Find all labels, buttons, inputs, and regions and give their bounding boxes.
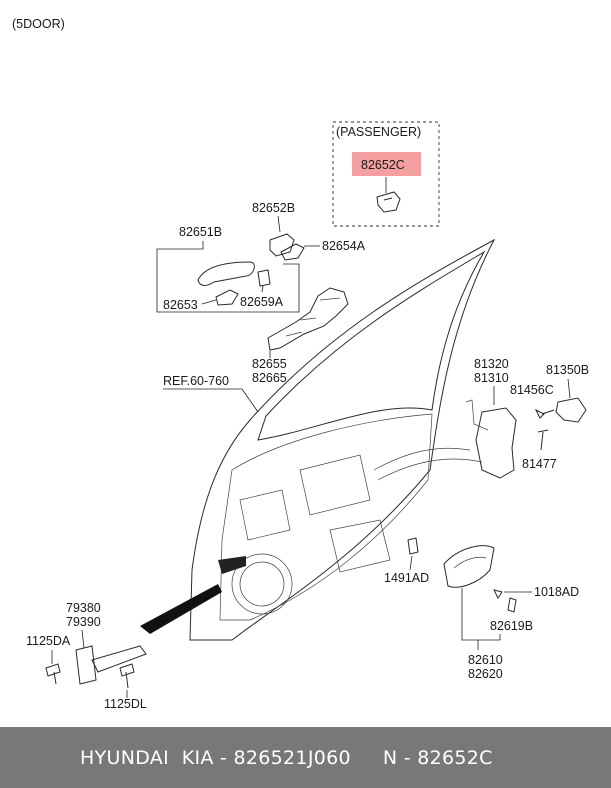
outside-handle (197, 261, 255, 286)
cover-82619B (507, 597, 517, 613)
door-cutouts (239, 454, 391, 573)
leader-82659A (261, 285, 264, 293)
label-82655[interactable]: 82655 (252, 357, 287, 371)
inside-handle (443, 545, 495, 588)
latch-rod (465, 399, 489, 431)
door-handle-diagram: (5DOOR) (PASSENGER) 82652C 82652B 82654A… (12, 17, 589, 711)
label-82619B[interactable]: 82619B (490, 619, 533, 633)
bracket-82610 (461, 588, 501, 641)
clip-1491AD (407, 537, 419, 555)
label-79390[interactable]: 79390 (66, 615, 101, 629)
label-82665[interactable]: 82665 (252, 371, 287, 385)
gasket-82659A (257, 269, 271, 287)
screw-1018AD (493, 589, 503, 599)
label-82620[interactable]: 82620 (468, 667, 503, 681)
label-ref-60-760[interactable]: REF.60-760 (163, 374, 229, 388)
footer-code: N - 82652C (382, 746, 493, 769)
leader-79380 (81, 629, 85, 649)
cap-part-82652B (269, 233, 295, 257)
leader-82653 (201, 299, 217, 305)
label-82659A[interactable]: 82659A (240, 295, 284, 309)
striker-81350B (555, 397, 587, 423)
gasket-82654A (280, 243, 305, 261)
bracket-82651B (156, 241, 300, 313)
footer-brand: HYUNDAI KIA - 826521J060 (80, 746, 351, 769)
label-1491AD[interactable]: 1491AD (384, 571, 429, 585)
cap-part-passenger (376, 191, 401, 213)
label-82651B[interactable]: 82651B (179, 225, 222, 239)
leader-1491AD (409, 555, 413, 571)
label-81350B[interactable]: 81350B (546, 363, 589, 377)
label-81477[interactable]: 81477 (522, 457, 557, 471)
label-1125DL[interactable]: 1125DL (104, 697, 147, 711)
leader-ref (241, 388, 259, 413)
handle-frame (267, 287, 349, 351)
speaker-hole-inner (239, 561, 285, 607)
door-latch (475, 407, 517, 479)
handle-frame-detail (285, 297, 341, 337)
passenger-label: (PASSENGER) (336, 125, 421, 139)
checker-arm (91, 645, 147, 673)
door-inner-panel (219, 413, 433, 621)
label-81456C[interactable]: 81456C (510, 383, 554, 397)
footer-bar: HYUNDAI KIA - 826521J060 N - 82652C (0, 727, 611, 788)
bolt-1125DL (119, 663, 135, 689)
lock-cables (373, 447, 483, 481)
gasket-82653 (215, 289, 239, 306)
label-1018AD[interactable]: 1018AD (534, 585, 579, 599)
label-81320[interactable]: 81320 (474, 357, 509, 371)
label-82654A[interactable]: 82654A (322, 239, 366, 253)
screw-81456C (534, 408, 555, 419)
label-82653[interactable]: 82653 (163, 298, 198, 312)
label-79380[interactable]: 79380 (66, 601, 101, 615)
door-outer-panel (189, 238, 496, 641)
label-82610[interactable]: 82610 (468, 653, 503, 667)
speaker-hole (231, 553, 293, 615)
leader-82652B (277, 215, 281, 233)
inner-pointer-wedge (140, 584, 222, 634)
passenger-box (332, 121, 440, 227)
checker-bracket (75, 645, 97, 685)
inner-handle-arrow (218, 556, 246, 574)
label-1125DA[interactable]: 1125DA (26, 634, 71, 648)
label-82652B[interactable]: 82652B (252, 201, 295, 215)
door-window-frame (257, 250, 486, 441)
bolt-1125DA (45, 663, 61, 685)
screw-81477 (537, 429, 549, 451)
label-81310[interactable]: 81310 (474, 371, 509, 385)
variant-label: (5DOOR) (12, 17, 65, 31)
leader-81350B (567, 378, 571, 399)
label-82652C[interactable]: 82652C (361, 158, 405, 172)
inside-handle-detail (453, 556, 487, 569)
highlight-box (352, 152, 421, 176)
